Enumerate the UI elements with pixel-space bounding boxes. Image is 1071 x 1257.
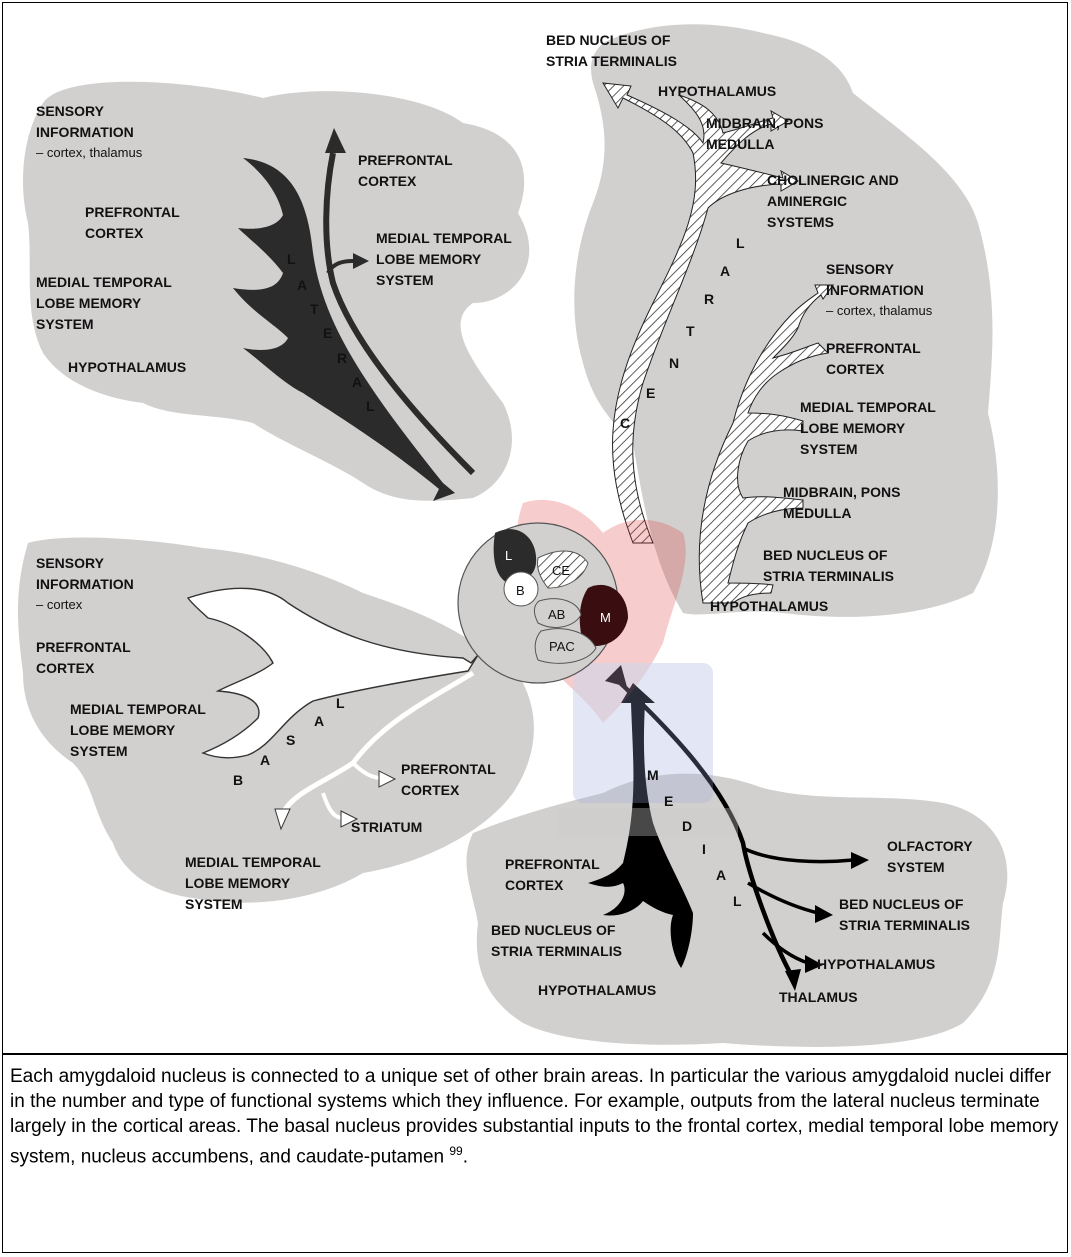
central-input-label: – cortex, thalamus <box>826 303 933 318</box>
central-input-label: MEDULLA <box>783 505 851 521</box>
medial-letter: D <box>682 818 692 834</box>
basal-output-label: STRIATUM <box>351 819 422 835</box>
medial-input-label: PREFRONTAL <box>505 856 600 872</box>
medial-input-label: HYPOTHALAMUS <box>538 982 656 998</box>
medial-letter: I <box>702 841 706 857</box>
basal-letter: S <box>286 732 295 748</box>
central-letter: E <box>646 385 655 401</box>
central-output-label: STRIA TERMINALIS <box>546 53 677 69</box>
medial-output-label: BED NUCLEUS OF <box>839 896 964 912</box>
medial-output-label: STRIA TERMINALIS <box>839 917 970 933</box>
lateral-input-label: HYPOTHALAMUS <box>68 359 186 375</box>
lateral-output-label: PREFRONTAL <box>358 152 453 168</box>
lateral-input-label: – cortex, thalamus <box>36 145 143 160</box>
central-output-label: BED NUCLEUS OF <box>546 32 671 48</box>
central-letter: N <box>669 355 679 371</box>
basal-output-label: MEDIAL TEMPORAL <box>185 854 321 870</box>
central-output-label: MEDULLA <box>706 136 774 152</box>
medial-output-label: OLFACTORY <box>887 838 973 854</box>
medial-input-label: CORTEX <box>505 877 564 893</box>
central-input-label: MIDBRAIN, PONS <box>783 484 900 500</box>
medial-letter: A <box>716 867 726 883</box>
lateral-letter: L <box>287 251 296 267</box>
medial-output-label: SYSTEM <box>887 859 945 875</box>
central-output-label: HYPOTHALAMUS <box>658 83 776 99</box>
central-input-label: BED NUCLEUS OF <box>763 547 888 563</box>
central-letter: T <box>686 323 695 339</box>
basal-letter: L <box>336 695 345 711</box>
central-input-label: PREFRONTAL <box>826 340 921 356</box>
central-letter: L <box>736 235 745 251</box>
basal-output-label: LOBE MEMORY <box>185 875 291 891</box>
medial-letter: M <box>647 767 659 783</box>
nucleus-m-label: M <box>600 610 611 625</box>
basal-output-label: PREFRONTAL <box>401 761 496 777</box>
lateral-input-label: INFORMATION <box>36 124 134 140</box>
medial-input-label: STRIA TERMINALIS <box>491 943 622 959</box>
central-input-label: STRIA TERMINALIS <box>763 568 894 584</box>
basal-output-label: SYSTEM <box>185 896 243 912</box>
central-output-label: SYSTEMS <box>767 214 834 230</box>
lateral-output-label: LOBE MEMORY <box>376 251 482 267</box>
basal-input-label: SENSORY <box>36 555 105 571</box>
medial-letter: L <box>733 893 742 909</box>
medial-letter: E <box>664 793 673 809</box>
central-input-label: LOBE MEMORY <box>800 420 906 436</box>
central-letter: A <box>720 263 730 279</box>
central-input-label: MEDIAL TEMPORAL <box>800 399 936 415</box>
lateral-input-label: LOBE MEMORY <box>36 295 142 311</box>
central-output-label: AMINERGIC <box>767 193 847 209</box>
central-input-label: SENSORY <box>826 261 895 277</box>
lateral-letter: A <box>297 277 307 293</box>
lateral-output-label: CORTEX <box>358 173 417 189</box>
basal-input-label: MEDIAL TEMPORAL <box>70 701 206 717</box>
central-output-label: CHOLINERGIC AND <box>767 172 899 188</box>
central-input-label: HYPOTHALAMUS <box>710 598 828 614</box>
nucleus-ce-label: CE <box>552 563 570 578</box>
caption-end: . <box>463 1146 468 1167</box>
nucleus-b-label: B <box>516 583 525 598</box>
central-input-label: INFORMATION <box>826 282 924 298</box>
basal-input-label: SYSTEM <box>70 743 128 759</box>
basal-input-label: – cortex <box>36 597 83 612</box>
basal-output-label: CORTEX <box>401 782 460 798</box>
lateral-input-label: PREFRONTAL <box>85 204 180 220</box>
medial-output-label: HYPOTHALAMUS <box>817 956 935 972</box>
nucleus-l-label: L <box>505 548 512 563</box>
basal-input-label: PREFRONTAL <box>36 639 131 655</box>
caption-divider <box>2 1053 1068 1055</box>
figure-caption: Each amygdaloid nucleus is connected to … <box>10 1064 1062 1169</box>
central-output-label: MIDBRAIN, PONS <box>706 115 823 131</box>
lateral-output-label: SYSTEM <box>376 272 434 288</box>
medial-output-label: THALAMUS <box>779 989 858 1005</box>
caption-text: Each amygdaloid nucleus is connected to … <box>10 1066 1058 1167</box>
central-letter: C <box>620 415 630 431</box>
lateral-input-label: SENSORY <box>36 103 105 119</box>
nucleus-pac-label: PAC <box>549 639 575 654</box>
lateral-input-label: MEDIAL TEMPORAL <box>36 274 172 290</box>
basal-letter: B <box>233 772 243 788</box>
lateral-letter: E <box>323 325 332 341</box>
lateral-letter: A <box>352 374 362 390</box>
lateral-input-label: SYSTEM <box>36 316 94 332</box>
basal-input-label: INFORMATION <box>36 576 134 592</box>
lateral-letter: L <box>366 398 375 414</box>
lateral-input-label: CORTEX <box>85 225 144 241</box>
lateral-letter: R <box>337 350 347 366</box>
basal-input-label: CORTEX <box>36 660 95 676</box>
basal-letter: A <box>314 713 324 729</box>
lateral-output-label: MEDIAL TEMPORAL <box>376 230 512 246</box>
central-input-label: SYSTEM <box>800 441 858 457</box>
nucleus-ab-label: AB <box>548 607 565 622</box>
basal-input-label: LOBE MEMORY <box>70 722 176 738</box>
basal-letter: A <box>260 752 270 768</box>
central-input-label: CORTEX <box>826 361 885 377</box>
lateral-letter: T <box>310 301 319 317</box>
medial-input-label: BED NUCLEUS OF <box>491 922 616 938</box>
amygdala-connections-diagram: L B CE AB M PAC SENSORY INFORMATION – co… <box>3 3 1067 1051</box>
central-letter: R <box>704 291 714 307</box>
caption-reference: 99 <box>449 1144 462 1158</box>
